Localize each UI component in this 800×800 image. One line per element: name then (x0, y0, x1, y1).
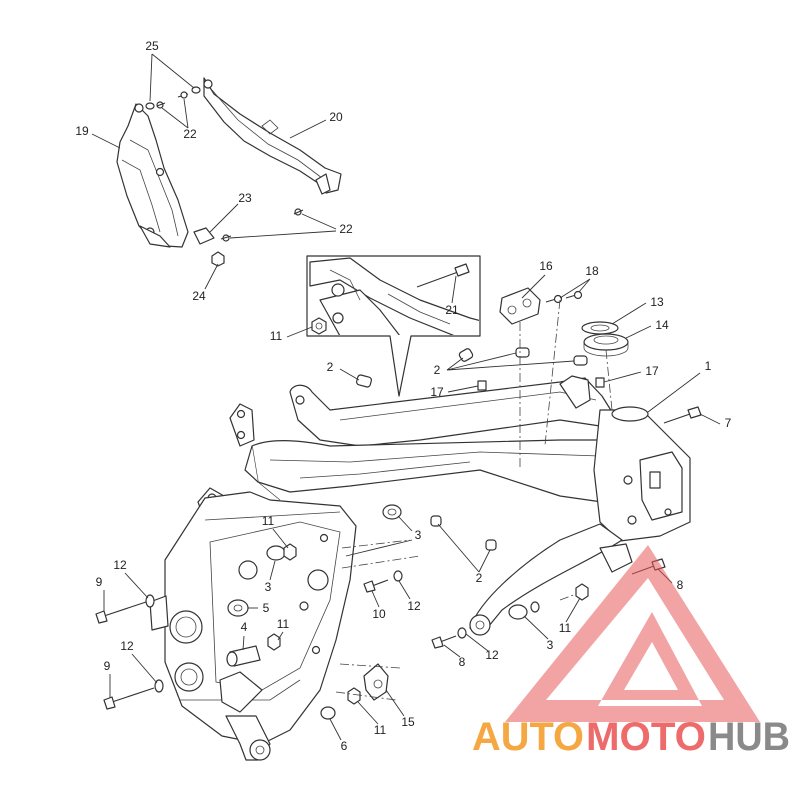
bush-2-d (573, 355, 588, 366)
clip-17-a (477, 380, 487, 391)
washer-13 (581, 321, 619, 335)
washer-12-lower-mid (457, 627, 467, 639)
spacer-3-upper (382, 504, 402, 520)
callout-8-lower: 8 (459, 655, 466, 669)
nut-11-low (267, 633, 281, 651)
callout-11-bottom: 11 (374, 723, 387, 737)
callout-19: 19 (75, 124, 89, 138)
screw-22-c (293, 208, 304, 216)
bolt-21 (416, 263, 470, 288)
callout-8-right: 8 (677, 578, 684, 592)
nut-24 (211, 251, 225, 267)
callout-3-mid: 3 (265, 580, 272, 594)
callout-12-lower-mid: 12 (485, 648, 499, 662)
grommet-6 (320, 706, 336, 720)
bush-5 (227, 599, 249, 617)
callout-25: 25 (145, 39, 159, 53)
callout-3-upper: 3 (415, 528, 422, 542)
watermark-auto: AUTO (472, 715, 584, 759)
clip-23 (193, 227, 215, 245)
main-frame-1 (149, 375, 691, 761)
inset-detail-box (306, 255, 481, 397)
callout-4: 4 (241, 620, 248, 634)
callout-20: 20 (329, 110, 343, 124)
callout-9-lower: 9 (104, 659, 111, 673)
washer-25-a (191, 86, 201, 94)
callout-6: 6 (341, 739, 348, 753)
bolt-18-b (565, 290, 583, 300)
bracket-15 (363, 663, 389, 701)
bush-2-c (515, 347, 530, 358)
callout-22-top: 22 (183, 127, 197, 141)
bolt-7 (663, 406, 702, 424)
nut-11-inset (311, 317, 327, 335)
bush-2-e (430, 515, 442, 527)
callout-14: 14 (655, 318, 669, 332)
callout-12-upper-left: 12 (113, 558, 127, 572)
spacer-3-mid (266, 545, 286, 561)
callout-17-right: 17 (645, 364, 659, 378)
callout-10: 10 (372, 607, 386, 621)
callout-1: 1 (705, 359, 712, 373)
screw-22-a (177, 91, 189, 99)
callout-labels: 25 22 19 20 23 22 24 16 18 21 11 13 14 2… (75, 39, 731, 753)
watermark-hub: HUB (708, 715, 790, 759)
callout-23: 23 (238, 191, 252, 205)
callout-2-mid: 2 (434, 363, 441, 377)
callout-2-left: 2 (327, 360, 334, 374)
washer-12-mid (393, 570, 403, 582)
nut-11-mid (283, 543, 297, 561)
callout-16: 16 (539, 259, 553, 273)
fairing-bracket-left (116, 103, 189, 248)
fairing-bracket-right (203, 77, 342, 195)
watermark-moto: MOTO (586, 715, 706, 759)
bolt-18-a (545, 294, 563, 304)
nut-11-bottom (347, 687, 361, 705)
screw-22-d (220, 234, 232, 242)
callout-2-lower: 2 (476, 571, 483, 585)
callout-13: 13 (650, 295, 664, 309)
callout-22-lower: 22 (339, 222, 353, 236)
callout-24: 24 (192, 289, 206, 303)
triangle-a-logo-icon (505, 545, 760, 722)
callout-3-lower: 3 (547, 638, 554, 652)
pivot-block-16 (499, 287, 541, 325)
alignment-lines (335, 299, 613, 701)
washer-25-b (145, 102, 155, 110)
bearing-14 (583, 333, 629, 357)
bolt-8-lower (431, 635, 457, 649)
spindle-4 (226, 645, 261, 667)
callout-18: 18 (585, 264, 599, 278)
bolt-9-lower (103, 687, 155, 710)
callout-21: 21 (445, 303, 459, 317)
callout-7: 7 (725, 416, 732, 430)
callout-11-right: 11 (559, 621, 572, 635)
callout-12-lower-left: 12 (120, 639, 134, 653)
screw-22-b (156, 101, 166, 109)
callout-11-mid: 11 (262, 514, 275, 528)
callout-9-upper: 9 (96, 575, 103, 589)
callout-11-inset: 11 (270, 329, 283, 343)
callout-5: 5 (263, 601, 270, 615)
bolt-9-upper (95, 601, 147, 624)
callout-11-low: 11 (277, 617, 290, 631)
bush-2-a (356, 374, 372, 388)
bolt-10 (363, 579, 389, 593)
callout-17-left: 17 (430, 385, 444, 399)
callout-12-mid: 12 (407, 599, 421, 613)
spacer-3-lower (508, 604, 528, 620)
watermark: AUTO MOTO HUB (472, 545, 790, 759)
bush-2-f (485, 539, 497, 551)
clip-17-b (595, 377, 605, 388)
nut-11-right (575, 583, 589, 601)
washer-12-right (530, 601, 540, 613)
callout-15: 15 (401, 715, 415, 729)
